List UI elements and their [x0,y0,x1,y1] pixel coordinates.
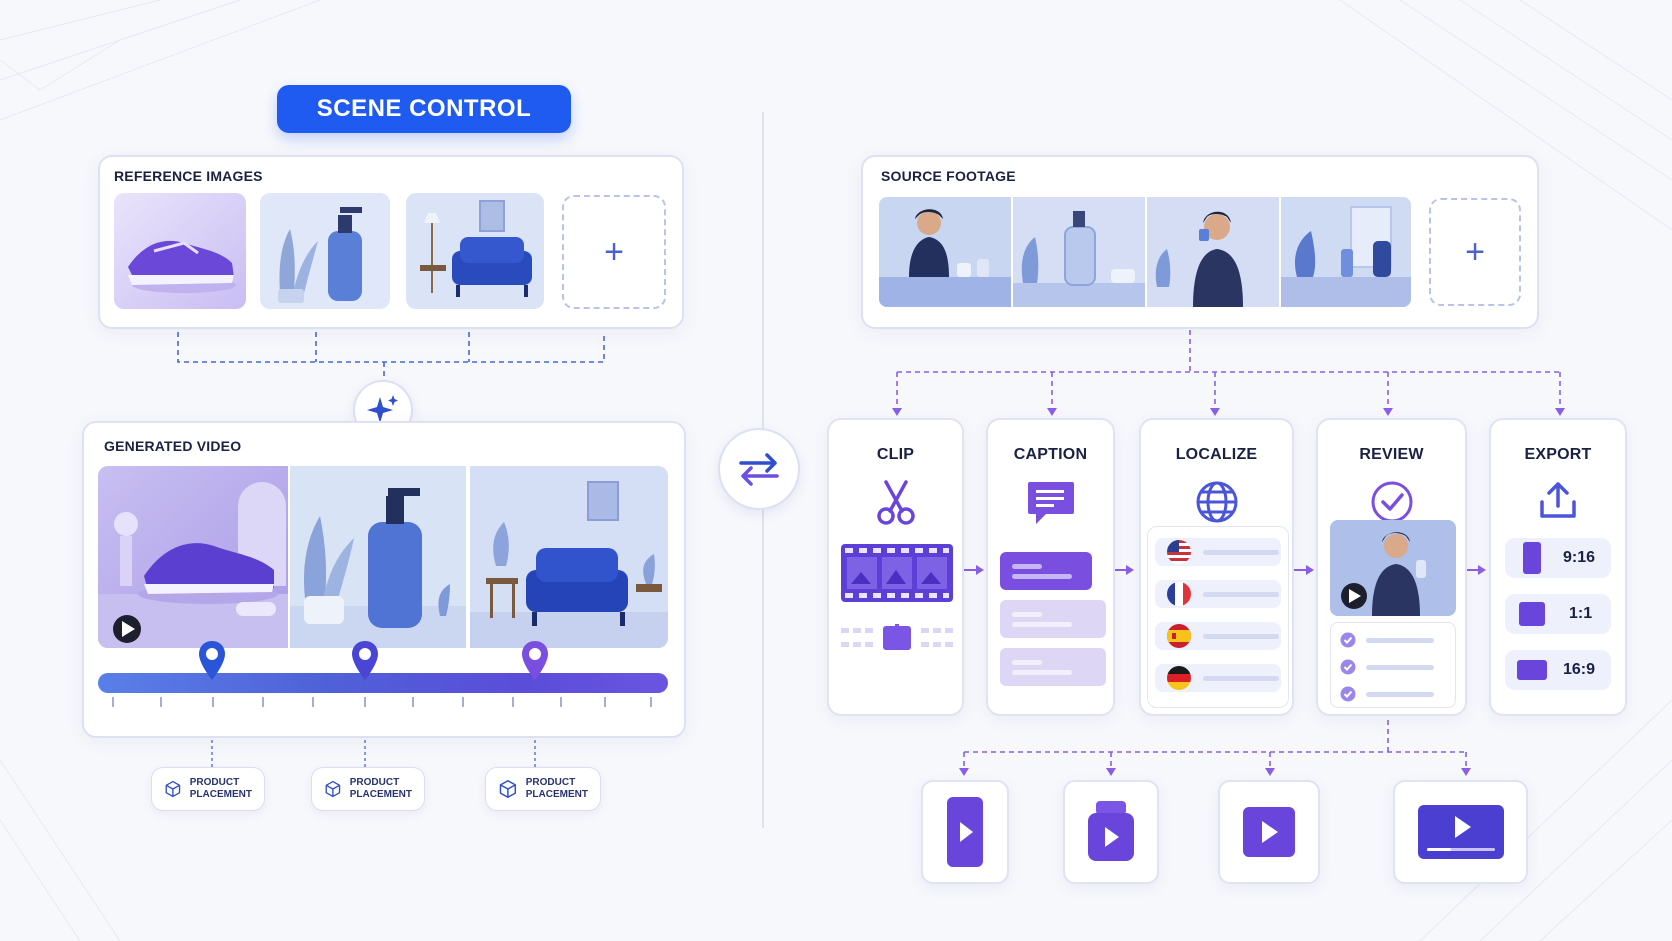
timeline-tick [364,697,366,707]
sparkle-icon [367,395,398,423]
stage-localize-card[interactable]: LOCALIZE [1139,418,1294,716]
timeline-tick [112,697,114,707]
timeline-tick [160,697,162,707]
language-row-es[interactable] [1155,622,1281,650]
add-reference-button[interactable]: + [562,195,666,309]
square-play-icon [1243,807,1295,857]
timeline-tick [512,697,514,707]
footage-frame-woman-drinking[interactable] [1147,197,1279,307]
cube-icon [165,780,181,798]
stage-localize-title: LOCALIZE [1175,446,1258,463]
flag-es-icon [1167,624,1191,648]
stage-caption-card[interactable]: CAPTION [986,418,1115,716]
timeline-tick [412,697,414,707]
ratio-16-9-label: 16:9 [1563,661,1596,678]
flag-de-icon [1167,666,1191,690]
product-placement-tag[interactable]: PRODUCT PLACEMENT [151,767,265,811]
plus-icon: + [1465,232,1485,271]
review-check-item[interactable] [1340,686,1434,702]
film-strip-icon [841,544,953,602]
language-row-de[interactable] [1155,664,1281,692]
timeline-tick [560,697,562,707]
location-pin-icon[interactable] [351,640,379,682]
swap-arrows-icon [739,453,779,486]
video-timeline[interactable] [98,673,668,693]
ratio-option-9-16[interactable]: 9:16 [1505,538,1611,578]
product-placement-label: PRODUCT PLACEMENT [189,777,252,800]
caption-block-active[interactable] [1000,552,1092,590]
location-pin-icon[interactable] [521,640,549,682]
output-phone-card[interactable] [921,780,1009,884]
stage-review-title: REVIEW [1359,446,1424,463]
upload-icon [1540,482,1576,518]
timeline-tick [212,697,214,707]
footage-frame-woman-kitchen[interactable] [879,197,1011,307]
ratio-9-16-label: 9:16 [1563,549,1596,566]
stage-clip-title: CLIP [876,446,915,463]
language-row-en-us[interactable] [1155,538,1281,566]
clip-segments-icon [841,624,953,650]
check-icon [1340,686,1356,702]
review-check-item[interactable] [1340,659,1434,675]
flag-us-icon [1167,540,1191,564]
product-placement-tag[interactable]: PRODUCT PLACEMENT [311,767,425,811]
review-check-item[interactable] [1340,632,1434,648]
globe-icon [1196,481,1237,523]
ratio-1-1-icon [1519,602,1545,626]
phone-play-icon [947,797,983,867]
ratio-option-1-1[interactable]: 1:1 [1505,594,1611,634]
scissors-icon [876,480,915,525]
caption-block[interactable] [1000,600,1106,638]
stage-export-title: EXPORT [1524,446,1592,463]
cube-icon [325,780,341,798]
stories-play-icon [1088,801,1134,861]
video-frame-armchair[interactable] [470,466,668,648]
timeline-tick [604,697,606,707]
ratio-option-16-9[interactable]: 16:9 [1505,650,1611,690]
ratio-9-16-icon [1523,542,1541,574]
check-circle-icon [1371,481,1412,523]
video-frame-bottle[interactable] [290,466,466,648]
flag-fr-icon [1167,582,1191,606]
reference-image-bottle[interactable] [260,193,390,309]
timeline-tick [650,697,652,707]
stage-export-card[interactable]: EXPORT 9:16 1:1 16:9 [1489,418,1627,716]
scene-control-title: SCENE CONTROL [277,85,571,133]
output-stories-card[interactable] [1063,780,1159,884]
ratio-16-9-icon [1517,660,1547,680]
language-row-fr[interactable] [1155,580,1281,608]
stage-caption-title: CAPTION [1013,446,1088,463]
speech-bubble-icon [1027,482,1074,524]
source-footage-label: SOURCE FOOTAGE [881,168,1016,184]
product-placement-label: PRODUCT PLACEMENT [525,777,588,800]
add-footage-button[interactable]: + [1429,198,1521,306]
product-placement-label: PRODUCT PLACEMENT [349,777,412,800]
footage-frame-bottle[interactable] [1013,197,1145,307]
output-square-card[interactable] [1218,780,1320,884]
location-pin-icon[interactable] [198,640,226,682]
caption-block[interactable] [1000,648,1106,686]
timeline-tick [312,697,314,707]
generated-video-label: GENERATED VIDEO [104,438,242,454]
output-desktop-card[interactable] [1393,780,1528,884]
check-icon [1340,659,1356,675]
ratio-1-1-label: 1:1 [1569,605,1593,622]
video-frame-sneaker[interactable] [98,466,288,648]
timeline-tick [262,697,264,707]
reference-images-label: REFERENCE IMAGES [114,168,263,184]
reference-image-armchair[interactable] [406,193,544,309]
footage-frame-plant-bottles[interactable] [1281,197,1411,307]
plus-icon: + [604,232,624,271]
swap-badge[interactable] [718,428,800,510]
desktop-video-icon [1417,805,1504,859]
check-icon [1340,632,1356,648]
reference-image-sneaker[interactable] [114,193,246,309]
timeline-tick [462,697,464,707]
product-placement-tag[interactable]: PRODUCT PLACEMENT [485,767,601,811]
cube-icon [499,780,517,798]
stage-clip-card[interactable]: CLIP [827,418,964,716]
stage-review-card[interactable]: REVIEW [1316,418,1467,716]
review-preview-frame[interactable] [1330,520,1456,616]
